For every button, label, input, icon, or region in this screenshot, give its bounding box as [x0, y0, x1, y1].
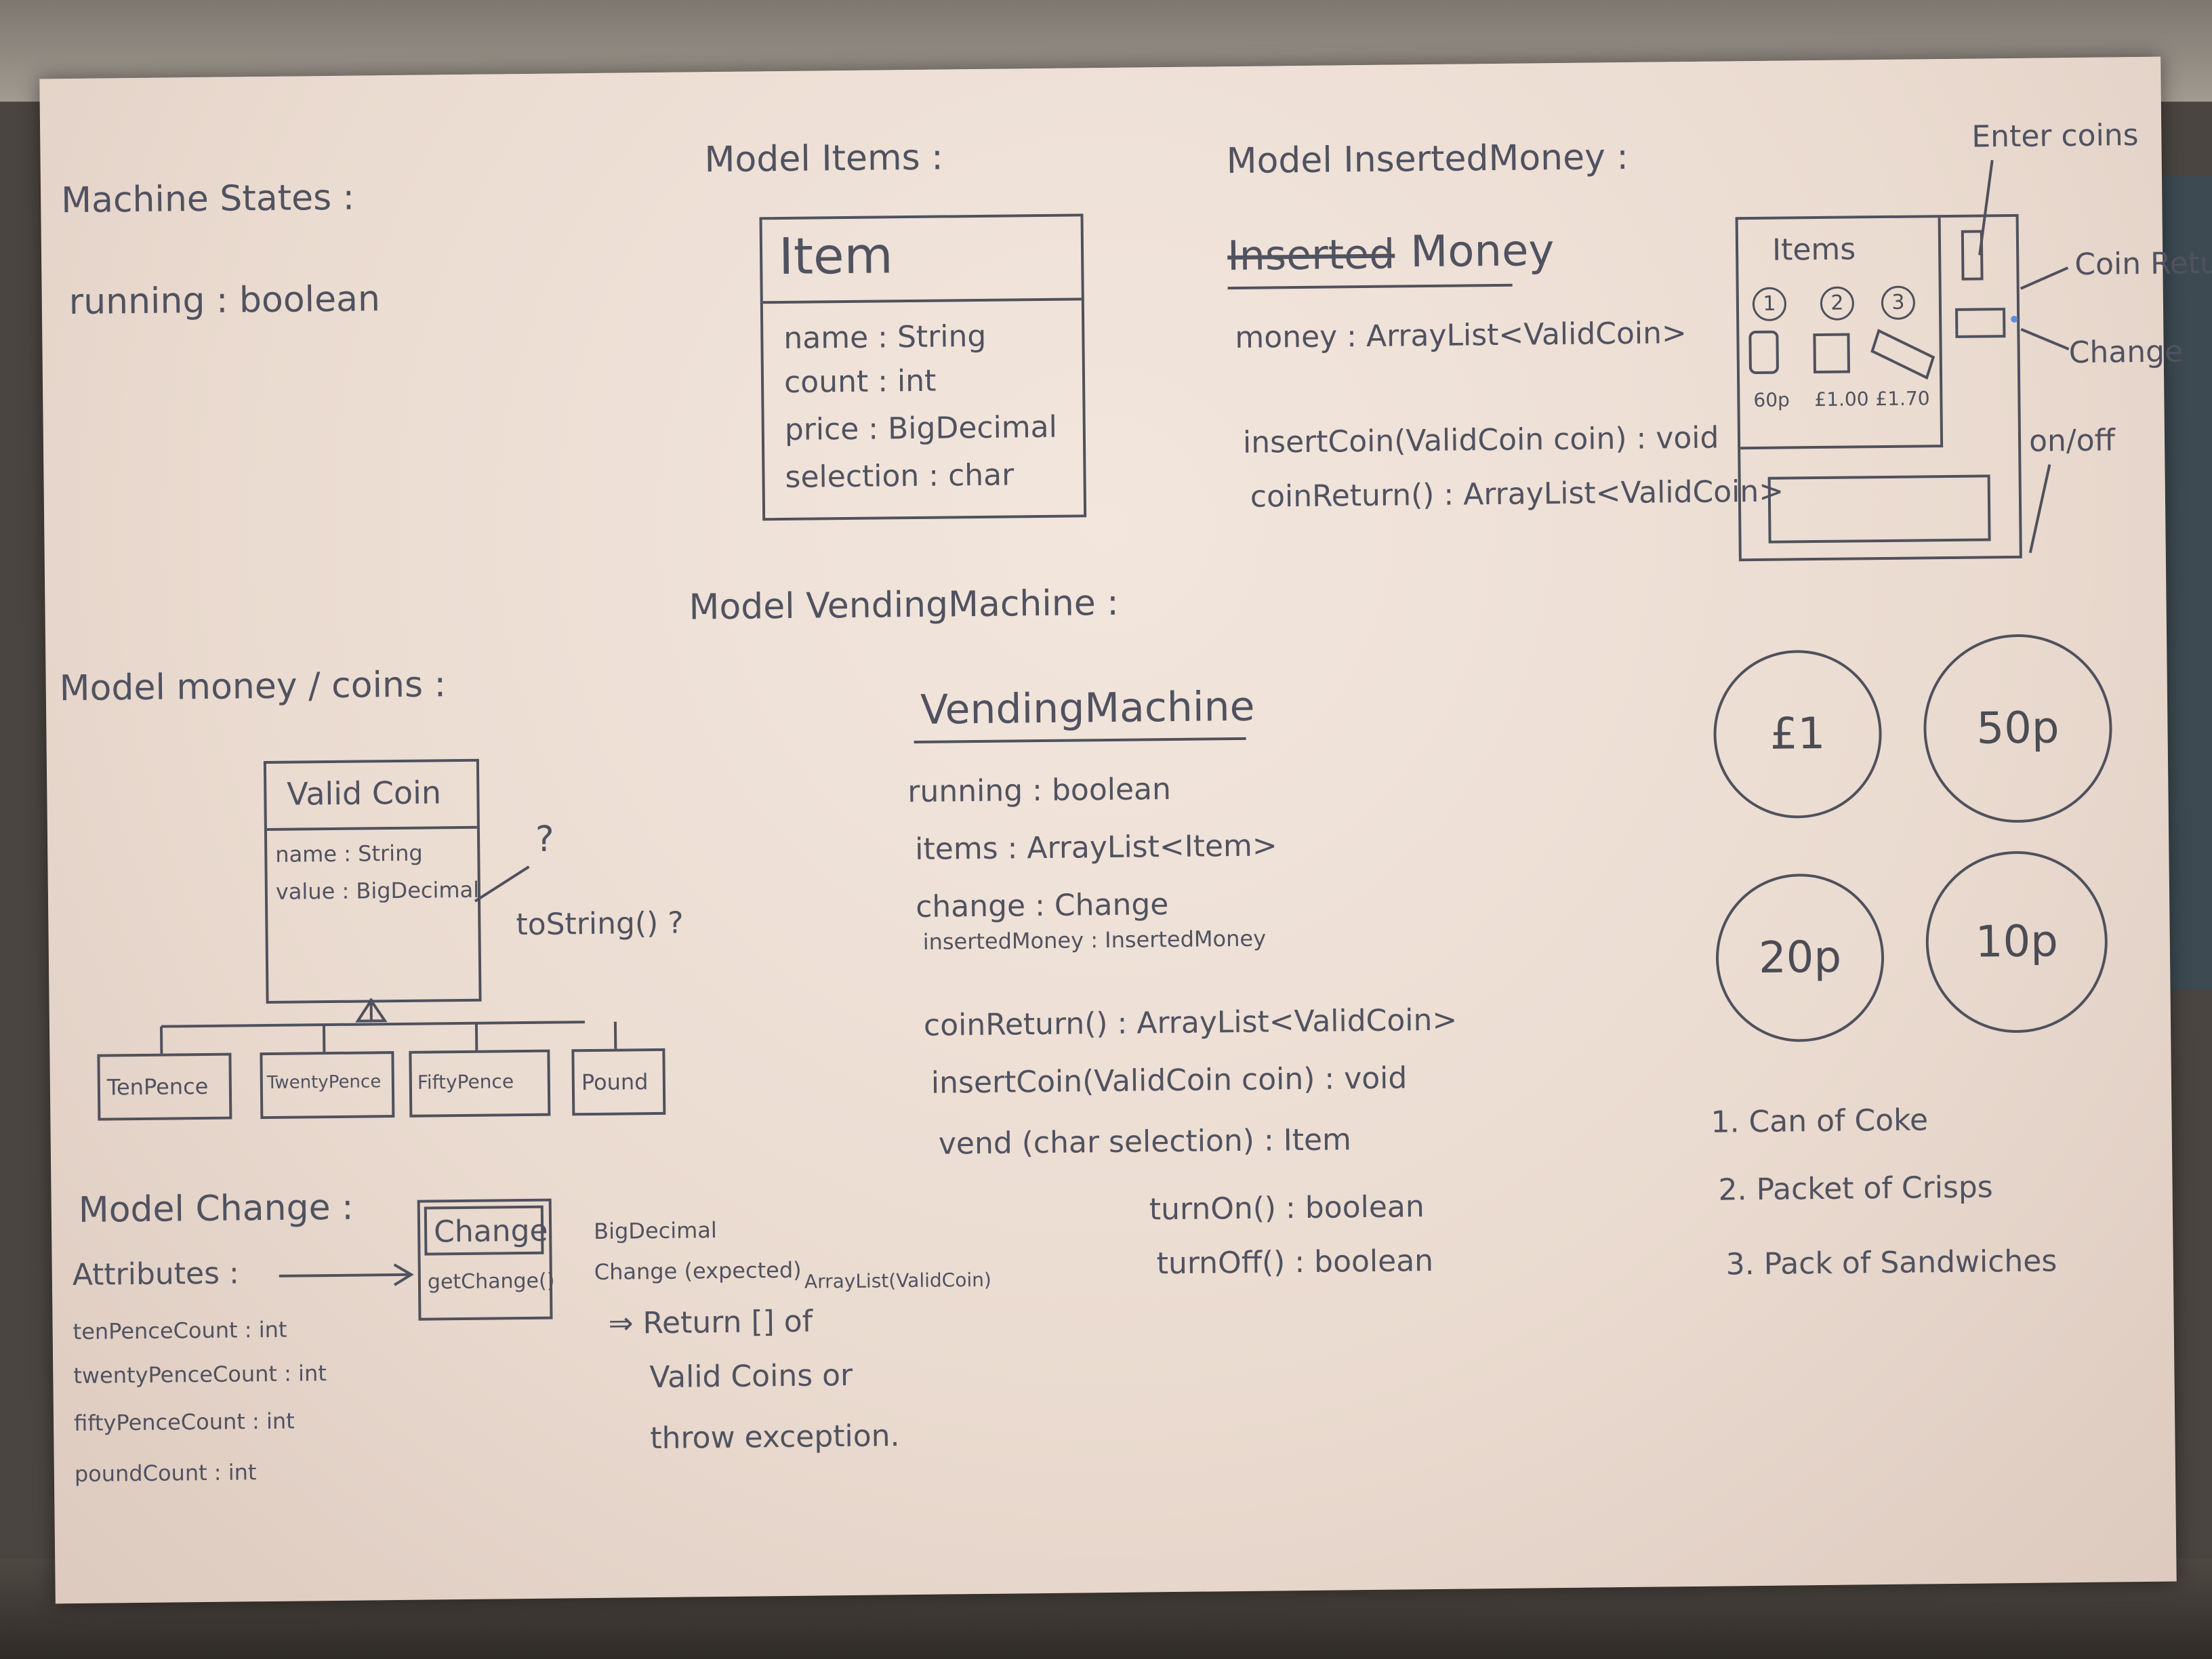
change-pointer [2020, 328, 2070, 350]
sandwich-sketch [1870, 329, 1936, 380]
change-tray-sketch [1955, 308, 2006, 338]
crisps-sketch [1813, 333, 1850, 374]
coin-slot-sketch [1961, 230, 1984, 281]
attributes-arrow [279, 1273, 411, 1277]
inheritance-arrowhead [355, 998, 388, 1023]
can-sketch [1748, 330, 1779, 374]
status-light [2011, 315, 2018, 323]
coin-return-pointer [2020, 266, 2069, 290]
question-pointer [474, 865, 530, 903]
inheritance-bar [161, 1021, 585, 1028]
attributes-arrowhead [393, 1263, 414, 1286]
diagram-connectors [159, 160, 2070, 1286]
on-off-pointer [2028, 464, 2051, 554]
paper-sheet: Machine States : running : boolean Model… [39, 56, 2212, 1604]
